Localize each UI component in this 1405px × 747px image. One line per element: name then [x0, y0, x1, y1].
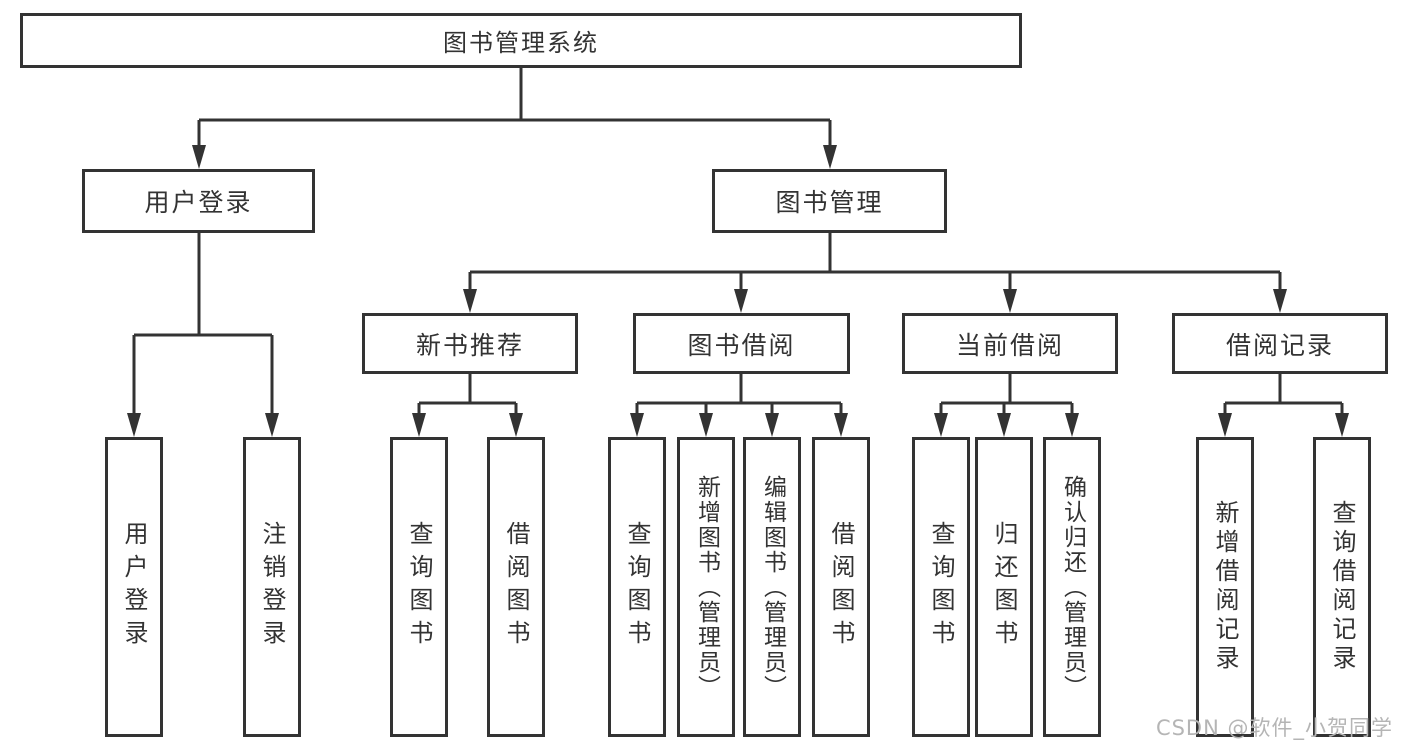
node-user-login: 用户登录 — [82, 169, 315, 233]
node-library-system-label: 图书管理系统 — [443, 29, 599, 57]
node-new-book-recommend-label: 新书推荐 — [415, 330, 524, 360]
leaf-add-book-admin-label: 新增图书（管理员） — [693, 474, 720, 700]
leaf-edit-book-admin: 编辑图书（管理员） — [743, 437, 801, 737]
leaf-confirm-return-admin: 确认归还（管理员） — [1043, 437, 1101, 737]
leaf-add-borrow-record-label: 新增借阅记录 — [1211, 500, 1239, 674]
node-borrow-records: 借阅记录 — [1172, 313, 1388, 374]
leaf-user-login: 用户登录 — [105, 437, 163, 737]
leaf-add-borrow-record: 新增借阅记录 — [1196, 437, 1254, 737]
leaf-confirm-return-admin-label: 确认归还（管理员） — [1059, 474, 1086, 700]
connector-lines — [132, 68, 1344, 418]
leaf-query-book-2: 查询图书 — [608, 437, 666, 737]
leaf-logout: 注销登录 — [243, 437, 301, 737]
leaf-query-book-1-label: 查询图书 — [405, 521, 433, 653]
leaf-query-book-1: 查询图书 — [390, 437, 448, 737]
node-user-login-label: 用户登录 — [144, 188, 253, 217]
leaf-borrow-book-1: 借阅图书 — [487, 437, 545, 737]
node-book-management: 图书管理 — [712, 169, 947, 233]
leaf-edit-book-admin-label: 编辑图书（管理员） — [759, 474, 786, 700]
leaf-user-login-label: 用户登录 — [120, 521, 148, 653]
leaf-query-book-3-label: 查询图书 — [927, 521, 955, 653]
leaf-query-book-3: 查询图书 — [912, 437, 970, 737]
node-book-borrow: 图书借阅 — [633, 313, 850, 374]
node-current-borrow: 当前借阅 — [902, 313, 1118, 374]
leaf-borrow-book-1-label: 借阅图书 — [502, 521, 530, 653]
node-book-borrow-label: 图书借阅 — [687, 330, 796, 360]
node-library-system: 图书管理系统 — [20, 13, 1022, 68]
arrowheads — [127, 145, 1349, 437]
leaf-borrow-book-2: 借阅图书 — [812, 437, 870, 737]
leaf-query-borrow-record: 查询借阅记录 — [1313, 437, 1371, 737]
leaf-return-book: 归还图书 — [975, 437, 1033, 737]
leaf-query-book-2-label: 查询图书 — [623, 521, 651, 653]
node-current-borrow-label: 当前借阅 — [955, 330, 1064, 360]
node-book-management-label: 图书管理 — [775, 188, 884, 217]
node-borrow-records-label: 借阅记录 — [1225, 330, 1334, 360]
node-new-book-recommend: 新书推荐 — [362, 313, 578, 374]
leaf-add-book-admin: 新增图书（管理员） — [677, 437, 735, 737]
leaf-logout-label: 注销登录 — [258, 521, 286, 653]
leaf-borrow-book-2-label: 借阅图书 — [827, 521, 855, 653]
leaf-return-book-label: 归还图书 — [990, 521, 1018, 653]
leaf-query-borrow-record-label: 查询借阅记录 — [1328, 500, 1356, 674]
csdn-watermark: CSDN @软件_小贺同学 — [1155, 716, 1393, 740]
